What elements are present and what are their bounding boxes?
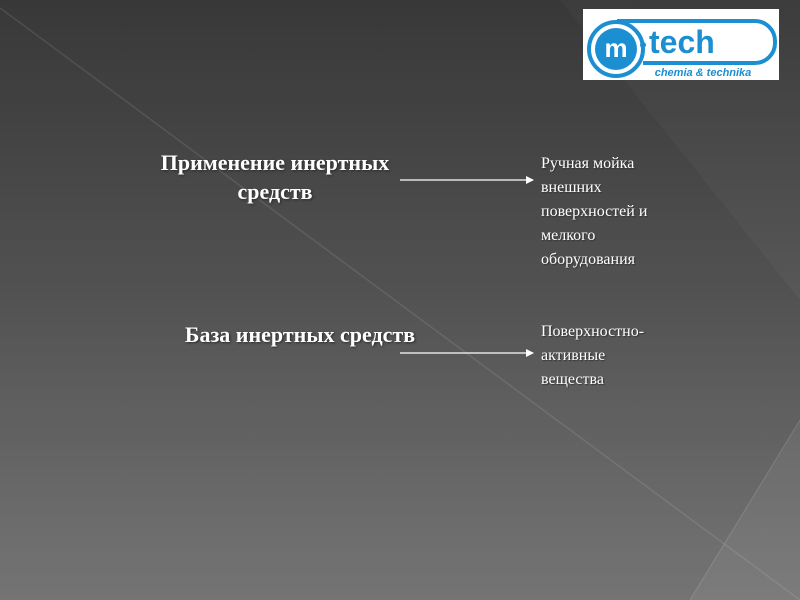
usage-description-line: мелкого — [541, 227, 596, 244]
usage-description: Ручная мойка внешних поверхностей и мелк… — [541, 152, 711, 272]
logo-tagline: chemia & technika — [655, 67, 752, 79]
base-description: Поверхностно- активные вещества — [541, 320, 711, 392]
logo-mark: m tech chemia & technika — [587, 19, 777, 79]
base-label: База инертных средств — [184, 322, 416, 347]
usage-label: Применение инертных средств — [160, 150, 390, 204]
usage-description-line: поверхностей и — [541, 203, 648, 220]
logo-dot-icon — [640, 42, 646, 48]
usage-description-line: оборудования — [541, 251, 635, 268]
base-description-line: вещества — [541, 371, 604, 388]
logo-m-letter: m — [604, 33, 627, 63]
base-description-line: активные — [541, 347, 606, 364]
usage-description-line: внешних — [541, 179, 602, 196]
base-description-line: Поверхностно- — [541, 323, 645, 340]
logo-tech-text: tech — [649, 24, 715, 60]
company-logo: m tech chemia & technika — [583, 9, 779, 80]
usage-description-line: Ручная мойка — [541, 155, 635, 172]
